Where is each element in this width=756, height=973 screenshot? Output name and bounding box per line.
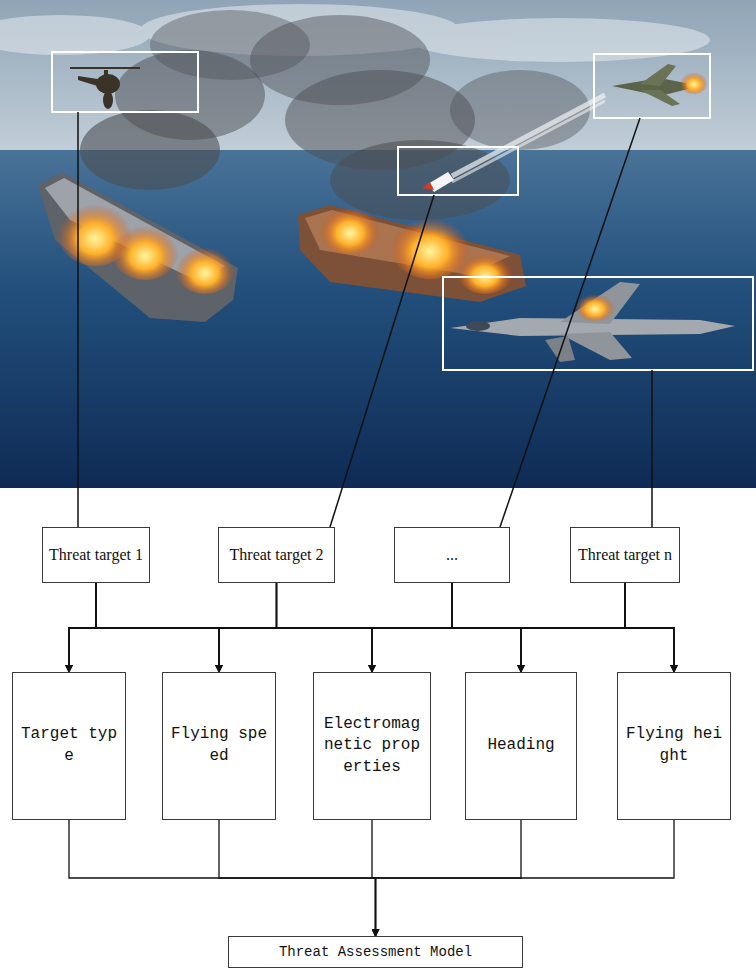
illustration-part	[103, 91, 113, 109]
illustration-part	[422, 182, 434, 190]
box-label: Heading	[481, 735, 560, 757]
smoke	[80, 10, 590, 220]
box-label: Threat target n	[574, 545, 676, 565]
illustration-part	[330, 195, 434, 527]
missile	[422, 95, 605, 192]
connector	[376, 820, 675, 936]
ship-center	[298, 202, 526, 302]
attribute-box: Heading	[465, 672, 577, 820]
attribute-box: Flying speed	[162, 672, 276, 820]
threat-target-box: Threat target 2	[218, 527, 335, 583]
illustration-part	[111, 220, 179, 280]
box-label: Threat target 1	[45, 545, 147, 565]
illustration-part	[594, 54, 710, 118]
threat-target-box: Threat target 1	[42, 527, 150, 583]
illustration-part	[104, 70, 108, 78]
connector	[69, 820, 376, 936]
highlight-frames	[52, 52, 753, 370]
illustration-part	[320, 202, 380, 254]
box-label: Flying height	[618, 724, 730, 767]
box-label: Flying speed	[163, 724, 275, 767]
illustration-part	[0, 15, 150, 55]
leader-lines	[78, 112, 652, 527]
box-label: Electromagnetic properties	[314, 714, 430, 779]
box-label: ...	[442, 545, 462, 565]
illustration-part	[466, 321, 490, 331]
attribute-box: Target type	[12, 672, 126, 820]
illustration-part	[52, 52, 198, 112]
connector	[219, 820, 376, 936]
illustration-part	[77, 112, 79, 527]
jet-large	[450, 282, 735, 362]
illustration-part	[651, 370, 653, 527]
jet-small	[612, 64, 708, 106]
threat-target-box: ...	[394, 527, 510, 583]
box-label: Threat target 2	[226, 545, 328, 565]
ship-left	[38, 172, 238, 322]
box-label: Target type	[13, 724, 125, 767]
illustration-part	[443, 277, 753, 370]
attribute-box: Electromagnetic properties	[313, 672, 431, 820]
illustration-part	[250, 15, 430, 105]
connector	[625, 583, 674, 672]
connector	[521, 583, 625, 672]
connector	[372, 583, 625, 672]
illustration-part	[545, 336, 575, 362]
attribute-box: Flying height	[617, 672, 731, 820]
connector	[219, 583, 625, 672]
illustration-part	[398, 147, 518, 195]
illustration-part	[640, 64, 676, 86]
illustration-part	[78, 76, 104, 88]
illustration-part	[457, 250, 513, 294]
threat-target-box: Threat target n	[570, 527, 680, 583]
box-label: Threat Assessment Model	[273, 944, 478, 961]
illustration-part	[70, 67, 140, 69]
illustration-part	[452, 101, 605, 182]
illustration-part	[575, 291, 615, 321]
illustration-part	[680, 70, 708, 94]
helicopter	[70, 68, 140, 109]
model-box: Threat Assessment Model	[228, 936, 523, 968]
illustration-part	[175, 242, 235, 294]
scene	[0, 0, 756, 527]
illustration-part	[38, 172, 238, 322]
illustration-part	[410, 18, 710, 62]
illustration-part	[640, 90, 680, 106]
illustration-part	[452, 95, 605, 176]
illustration-part	[500, 118, 640, 527]
connector	[69, 583, 625, 672]
